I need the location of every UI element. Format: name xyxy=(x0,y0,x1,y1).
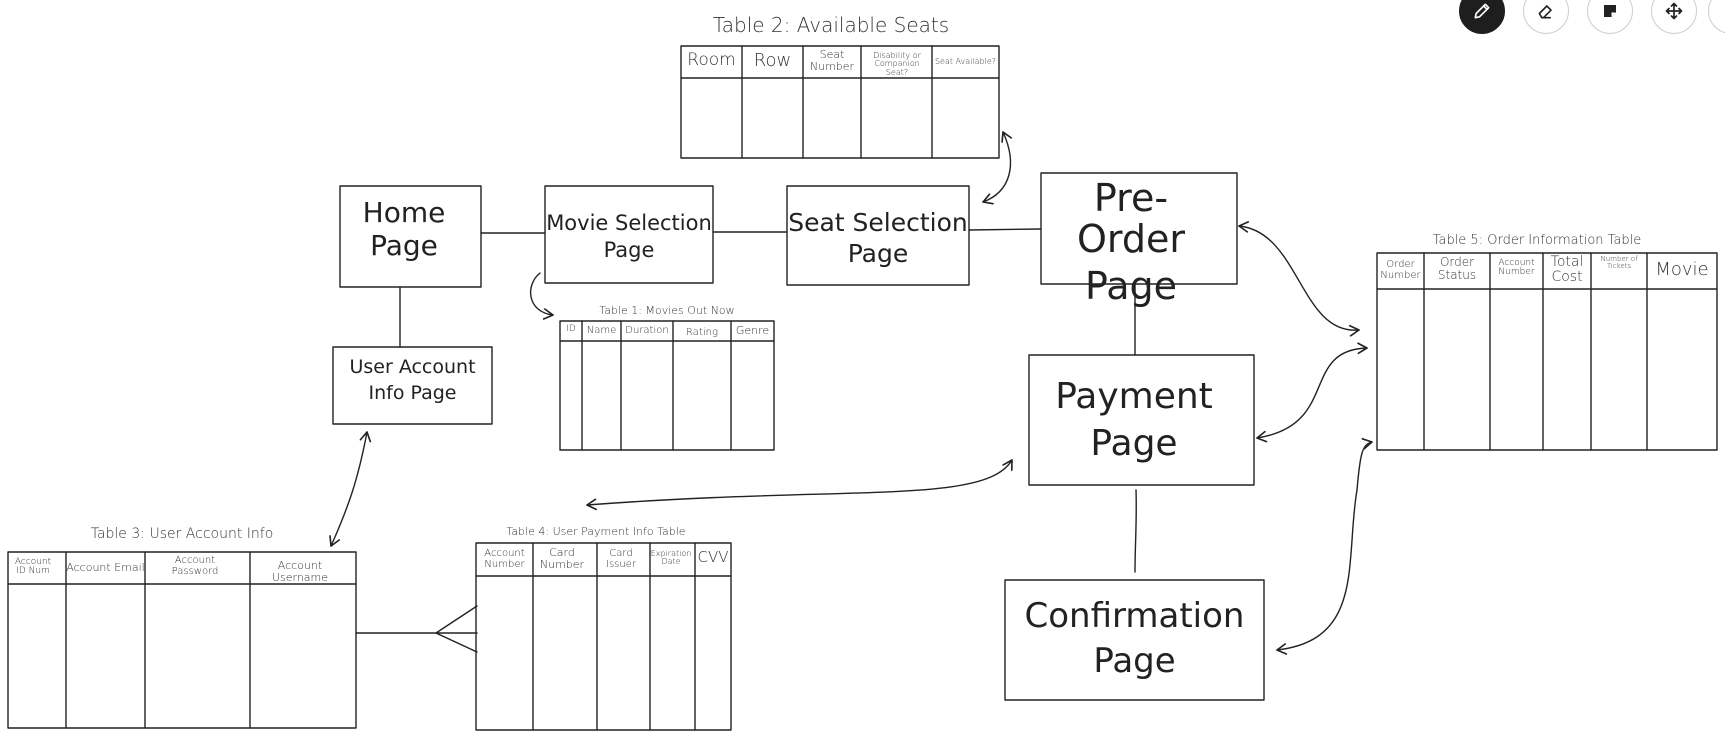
t1-col-id: ID xyxy=(566,324,576,334)
seat-selection-page-label: Seat Selection Page xyxy=(787,209,969,267)
t4-col-card-number: Card Number xyxy=(539,546,585,571)
t1-col-genre: Genre xyxy=(735,324,770,337)
table-3-user-account-info[interactable] xyxy=(7,551,357,729)
user-account-label-line2: Info Page xyxy=(368,381,457,404)
pre-order-label-line1: Pre-Order xyxy=(1077,176,1185,262)
table-5-order-information[interactable] xyxy=(1376,252,1718,451)
seat-selection-label-line1: Seat Selection xyxy=(788,208,968,237)
t5-col-total-cost: Total Cost xyxy=(1550,254,1584,285)
t4-col-cvv: CVV xyxy=(697,548,729,566)
t1-col-rating: Rating xyxy=(686,327,718,338)
t3-col-account-username: Account Username xyxy=(271,559,329,584)
t5-col-account-number: Account Number xyxy=(1498,258,1535,278)
movie-selection-page-box[interactable] xyxy=(544,185,714,284)
table-1-title: Table 1: Movies Out Now xyxy=(599,304,735,317)
seat-selection-label-line2: Page xyxy=(847,239,909,268)
user-account-info-page-box[interactable] xyxy=(332,346,493,425)
user-account-label-line1: User Account xyxy=(349,356,476,378)
move-icon[interactable] xyxy=(1651,0,1697,34)
confirmation-page-box[interactable] xyxy=(1004,579,1265,701)
arrow-confirmation-to-table5 xyxy=(1276,437,1373,655)
home-page-box[interactable] xyxy=(339,185,482,288)
home-page-label: Home Page xyxy=(340,196,468,263)
t5-col-order-status: Order Status xyxy=(1437,255,1477,282)
t5-col-number-of-tickets: Number of Tickets xyxy=(1600,255,1638,271)
confirmation-label-line2: Page xyxy=(1093,640,1176,681)
arrow-table3-to-account xyxy=(329,431,372,547)
table-3-title: Table 3: User Account Info xyxy=(90,526,274,542)
table-5-title: Table 5: Order Information Table xyxy=(1432,233,1642,248)
t2-col-room: Room xyxy=(687,50,736,70)
t2-col-seat-number: Seat Number xyxy=(809,48,855,73)
arrow-movie-to-table1 xyxy=(529,272,554,320)
t4-col-account-number: Account Number xyxy=(484,548,525,570)
table-2-available-seats[interactable] xyxy=(680,45,1000,159)
connector-payment-confirmation xyxy=(1134,489,1137,573)
payment-page-label: Payment Page xyxy=(1029,376,1239,464)
pre-order-page-label: Pre-Order Page xyxy=(1041,176,1221,309)
confirmation-page-label: Confirmation Page xyxy=(1005,598,1264,679)
table-4-user-payment-info[interactable] xyxy=(475,542,732,731)
arrow-seat-to-table2 xyxy=(982,131,1013,205)
arrow-payment-to-table5 xyxy=(1256,342,1368,443)
table-1-movies-out-now[interactable] xyxy=(559,320,775,451)
t2-col-row: Row xyxy=(753,50,792,71)
t2-col-disability-companion: Disability or Companion Seat? xyxy=(873,51,921,77)
confirmation-label-line1: Confirmation xyxy=(1024,596,1245,636)
movie-selection-page-label: Movie Selection Page xyxy=(545,212,713,261)
connector-seat-preorder xyxy=(968,228,1042,231)
t5-col-movie: Movie xyxy=(1655,259,1709,280)
t3-col-account-id: Account ID Num xyxy=(14,557,52,577)
table-2-title: Table 2: Available Seats xyxy=(712,13,950,37)
t4-col-card-issuer: Card Issuer xyxy=(606,548,636,570)
payment-label-line1: Payment xyxy=(1055,376,1213,417)
t3-col-account-password: Account Password xyxy=(171,555,219,577)
payment-label-line2: Page xyxy=(1090,422,1178,464)
pencil-icon[interactable] xyxy=(1459,0,1505,34)
t3-col-account-email: Account Email xyxy=(66,561,145,574)
pre-order-label-line2: Page xyxy=(1085,264,1177,309)
payment-page-box[interactable] xyxy=(1028,354,1255,486)
t5-col-order-number: Order Number xyxy=(1380,259,1421,281)
t1-col-name: Name xyxy=(586,325,617,336)
movie-selection-label-line2: Page xyxy=(603,237,655,262)
arrow-payment-to-table4 xyxy=(586,459,1013,511)
user-account-info-page-label: User Account Info Page xyxy=(333,357,492,403)
table-4-title: Table 4: User Payment Info Table xyxy=(506,525,686,538)
movie-selection-label-line1: Movie Selection xyxy=(546,211,712,235)
home-page-label-line2: Page xyxy=(370,229,438,263)
arrow-preorder-to-table5 xyxy=(1238,221,1360,337)
t4-col-expiration-date: Expiration Date xyxy=(650,549,692,567)
seat-selection-page-box[interactable] xyxy=(786,185,970,286)
t1-col-duration: Duration xyxy=(625,325,669,336)
home-page-label-line1: Home xyxy=(362,196,446,229)
crows-foot xyxy=(435,605,478,653)
t2-col-seat-available: Seat Available? xyxy=(934,57,997,66)
